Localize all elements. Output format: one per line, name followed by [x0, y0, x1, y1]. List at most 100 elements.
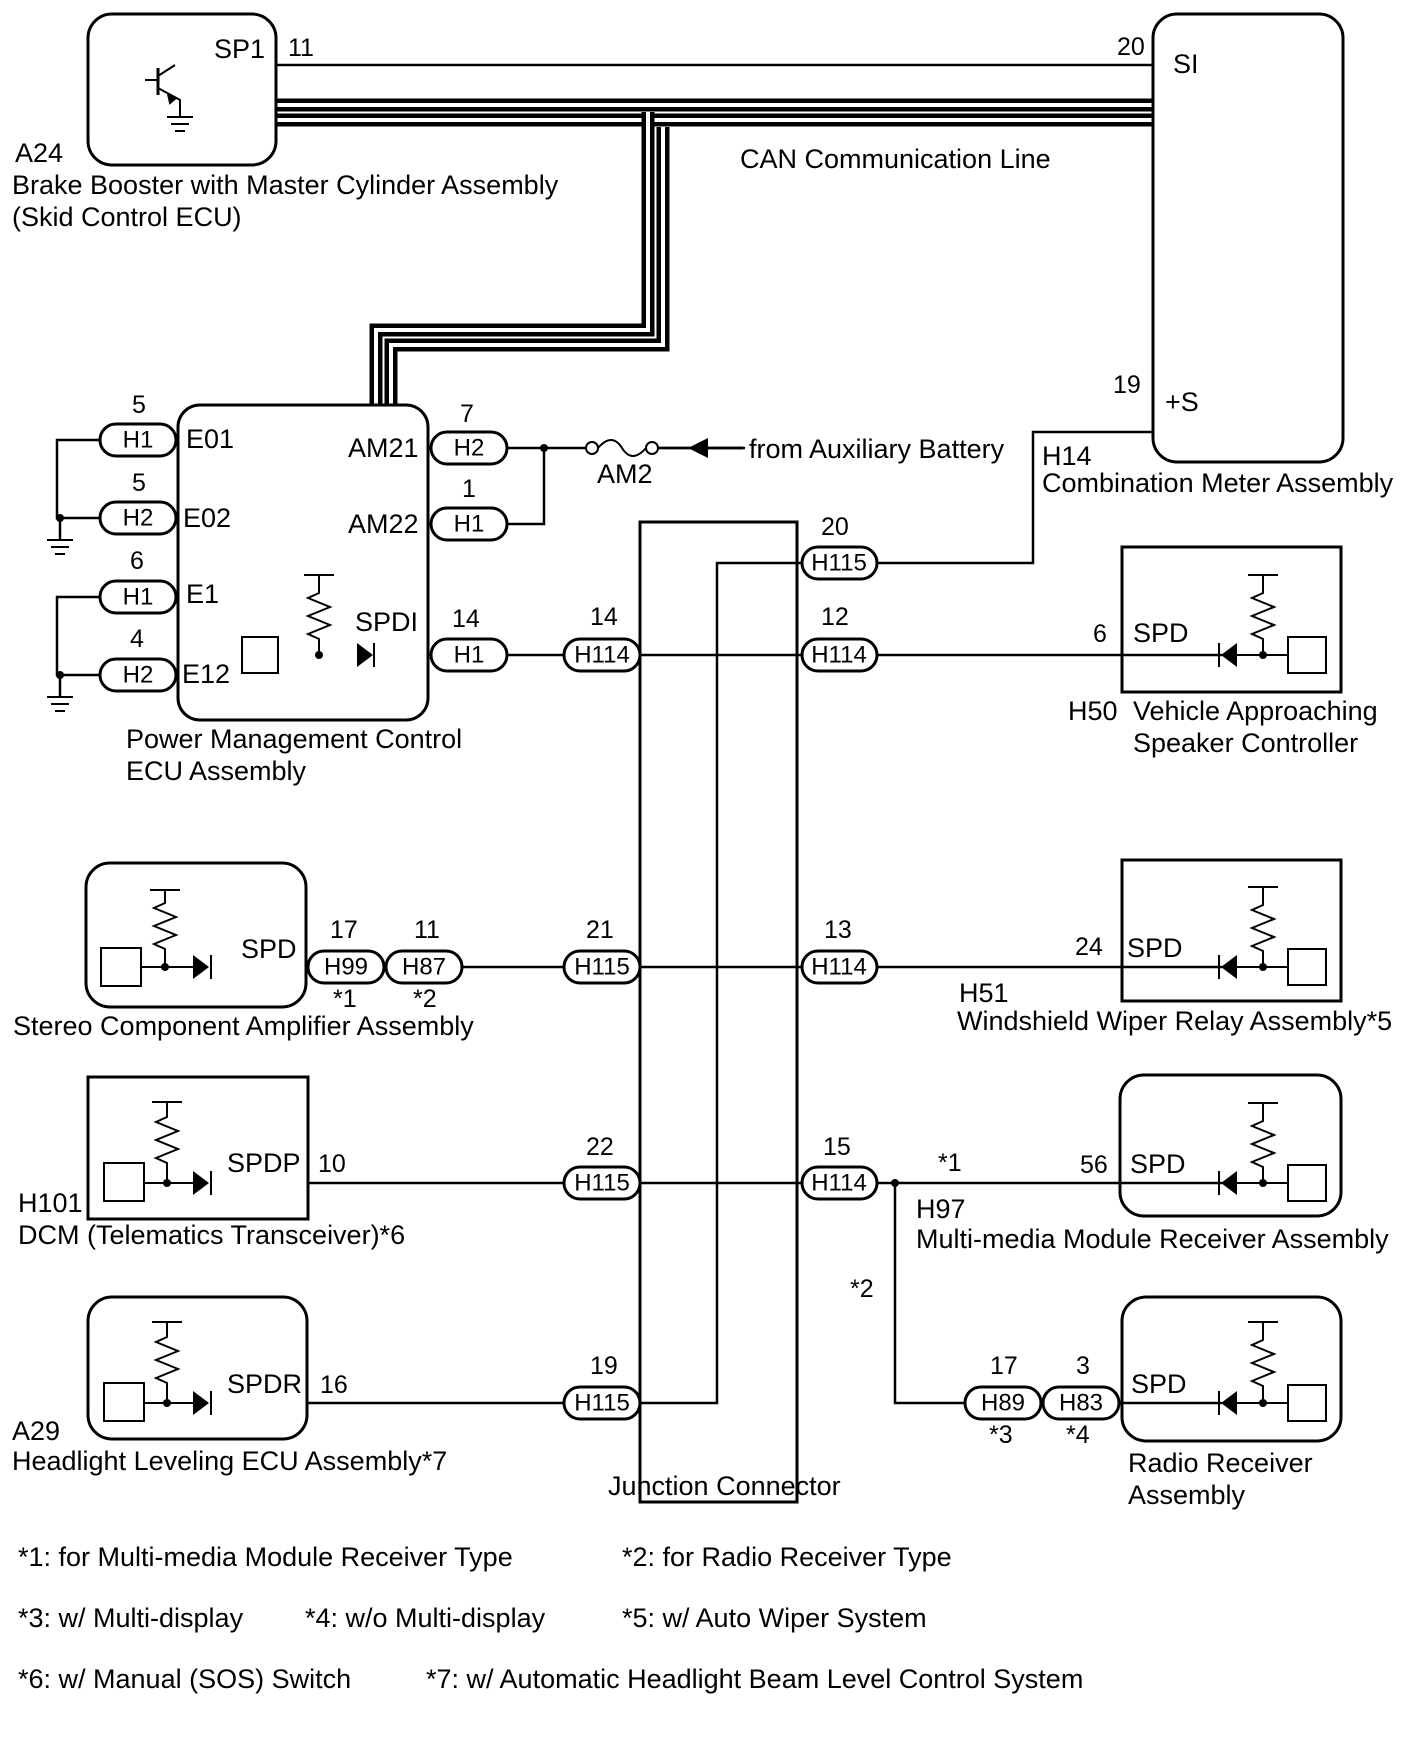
conn-h1: H1 [454, 642, 485, 669]
radio-name: Radio Receiver [1128, 1448, 1313, 1478]
conn-h2: H2 [123, 662, 154, 689]
conn-h1: H1 [123, 427, 154, 454]
conn-h2: H2 [123, 505, 154, 532]
multimedia-receiver: *1 56 SPD H97 Multi-media Module Receive… [891, 1073, 1389, 1254]
conn-h114: H114 [811, 642, 867, 669]
brake-booster-sub: (Skid Control ECU) [12, 202, 242, 232]
multimedia-name: Multi-media Module Receiver Assembly [916, 1224, 1389, 1254]
pin-24: 24 [1075, 933, 1103, 961]
terminal-spd: SPD [1127, 933, 1183, 963]
note-star-1: *1 [333, 985, 357, 1013]
pin-20: 20 [821, 513, 849, 541]
conn-h1: H1 [454, 511, 485, 538]
footnote-2: *2: for Radio Receiver Type [622, 1542, 952, 1572]
terminal-spdr: SPDR [227, 1369, 302, 1399]
radio-receiver: *2 H89 17 *3 H83 3 *4 SPD Radio Receiver… [850, 1275, 1343, 1510]
fuse-am2: AM2 from Auxiliary Battery [585, 434, 1005, 489]
vehicle-speaker-controller: 6 SPD H50 Vehicle Approaching Speaker Co… [1068, 545, 1378, 758]
terminal-spd: SPD [1130, 1149, 1186, 1179]
pin-6: 6 [1093, 620, 1107, 648]
combination-meter: 20 SI 19 +S H14 Combination Meter Assemb… [1042, 12, 1394, 498]
pin-12: 12 [821, 603, 849, 631]
ref-a29: A29 [12, 1416, 60, 1446]
pin-17: 17 [330, 916, 358, 944]
pin-19: 19 [1113, 371, 1141, 399]
headlight-leveling-ecu: SPDR 16 A29 Headlight Leveling ECU Assem… [12, 1295, 447, 1476]
terminal-sp1: SP1 [214, 34, 265, 64]
ref-h51: H51 [959, 978, 1009, 1008]
pin-14: 14 [452, 605, 480, 633]
terminal-spd: SPD [241, 934, 297, 964]
ref-a24: A24 [15, 138, 63, 168]
terminal-e1: E1 [186, 579, 219, 609]
conn-h1: H1 [123, 584, 154, 611]
power-management-ecu: E01 E02 E1 E12 AM21 AM22 SPDI Power Mana… [126, 403, 462, 786]
pin-5: 5 [132, 469, 146, 497]
can-line-label: CAN Communication Line [740, 144, 1051, 174]
pin-1: 1 [462, 475, 476, 503]
footnotes: *1: for Multi-media Module Receiver Type… [18, 1542, 1083, 1694]
footnote-1: *1: for Multi-media Module Receiver Type [18, 1542, 513, 1572]
power-mgmt-name: Power Management Control [126, 724, 462, 754]
ref-h50: H50 [1068, 696, 1118, 726]
pin-19: 19 [590, 1352, 618, 1380]
conn-h115: H115 [574, 1170, 630, 1197]
footnote-4: *4: w/o Multi-display [305, 1603, 546, 1633]
power-mgmt-sub: ECU Assembly [126, 756, 307, 786]
footnote-3: *3: w/ Multi-display [18, 1603, 244, 1633]
dcm: SPDP 10 H101 DCM (Telematics Transceiver… [18, 1075, 405, 1250]
ground-symbol [47, 671, 73, 712]
pin-14: 14 [590, 603, 618, 631]
pin-6: 6 [130, 547, 144, 575]
brake-booster-name: Brake Booster with Master Cylinder Assem… [12, 170, 559, 200]
footnote-5: *5: w/ Auto Wiper System [622, 1603, 927, 1633]
terminal-spd: SPD [1133, 618, 1189, 648]
wiper-relay-name: Windshield Wiper Relay Assembly*5 [957, 1006, 1392, 1036]
note-star-3: *3 [989, 1421, 1013, 1449]
conn-h114: H114 [811, 1170, 867, 1197]
footnote-6: *6: w/ Manual (SOS) Switch [18, 1664, 351, 1694]
pin-20: 20 [1117, 33, 1145, 61]
junction-connector: Junction Connector H115 20 H114 14 H114 … [562, 513, 879, 1504]
conn-h114: H114 [811, 954, 867, 981]
pin-16: 16 [320, 1371, 348, 1399]
conn-h115: H115 [574, 1390, 630, 1417]
conn-h99: H99 [324, 954, 368, 981]
wiper-relay: 24 SPD H51 Windshield Wiper Relay Assemb… [957, 858, 1392, 1036]
ref-h101: H101 [18, 1188, 83, 1218]
terminal-si: SI [1173, 49, 1199, 79]
fuse-label: AM2 [597, 459, 653, 489]
ref-h97: H97 [916, 1194, 966, 1224]
radio-sub: Assembly [1128, 1480, 1246, 1510]
conn-h114: H114 [574, 642, 630, 669]
stereo-amp-name: Stereo Component Amplifier Assembly [13, 1011, 474, 1041]
pin-7: 7 [460, 400, 474, 428]
pin-10: 10 [318, 1150, 346, 1178]
brake-booster: SP1 11 A24 Brake Booster with Master Cyl… [12, 12, 559, 232]
ground-symbol [167, 116, 193, 132]
pin-5: 5 [132, 391, 146, 419]
terminal-am22: AM22 [348, 509, 419, 539]
terminal-e02: E02 [183, 503, 231, 533]
conn-h115: H115 [811, 550, 867, 577]
conn-h89: H89 [981, 1390, 1025, 1417]
fuse-source: from Auxiliary Battery [749, 434, 1005, 464]
terminal-spd: SPD [1131, 1369, 1187, 1399]
vehicle-speaker-sub: Speaker Controller [1133, 728, 1358, 758]
terminal-e01: E01 [186, 424, 234, 454]
pin-22: 22 [586, 1133, 614, 1161]
transistor-symbol [145, 64, 181, 117]
note-star-1: *1 [938, 1149, 962, 1177]
pin-4: 4 [130, 625, 144, 653]
wires [55, 63, 1222, 1405]
note-star-4: *4 [1066, 1421, 1090, 1449]
pin-56: 56 [1080, 1151, 1108, 1179]
terminal-am21: AM21 [348, 433, 419, 463]
note-star-2: *2 [413, 985, 437, 1013]
pin-13: 13 [824, 916, 852, 944]
pin-11: 11 [288, 34, 314, 62]
conn-h115: H115 [574, 954, 630, 981]
terminal-e12: E12 [182, 659, 230, 689]
pin-3: 3 [1076, 1352, 1090, 1380]
footnote-7: *7: w/ Automatic Headlight Beam Level Co… [426, 1664, 1083, 1694]
